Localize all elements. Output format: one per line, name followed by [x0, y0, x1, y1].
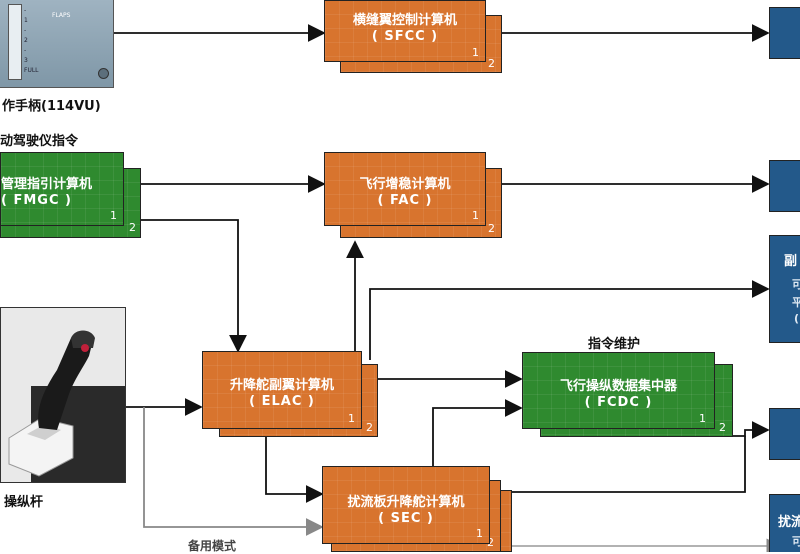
- flap-plate-label: FLAPS: [52, 12, 71, 19]
- autopilot-command-label: 动驾驶仪指令: [0, 134, 79, 149]
- arrow-backup-mode: [143, 407, 324, 536]
- right-box-3-line-2: 平: [792, 296, 800, 309]
- right-box-5-title: 扰流: [778, 515, 800, 530]
- sfcc-name: 横缝翼控制计算机: [352, 13, 457, 28]
- flap-scale: - 1 - 2 - 3 FULL: [24, 7, 39, 74]
- sidestick-caption: 操纵杆: [4, 495, 44, 510]
- sidestick-photo: [0, 307, 126, 483]
- right-box-3-line-3: (: [794, 312, 800, 325]
- arrow-sec-to-fcdc: [432, 399, 523, 466]
- sec-name: 扰流板升降舵计算机: [347, 495, 465, 510]
- right-box-4: [769, 408, 800, 460]
- flap-lever-panel: - 1 - 2 - 3 FULL FLAPS: [0, 0, 114, 88]
- elac-code: ( ELAC ): [249, 394, 315, 409]
- fcdc-top-label: 指令维护: [588, 337, 641, 352]
- elac-name: 升降舵副翼计算机: [229, 378, 334, 393]
- elac-unit-1: 升降舵副翼计算机 ( ELAC ) 1: [202, 351, 362, 429]
- flap-track: [8, 4, 22, 80]
- fmgc-code: ( FMGC ): [1, 193, 72, 208]
- sec-code: ( SEC ): [378, 511, 434, 526]
- right-box-5: 扰流 可: [769, 494, 800, 552]
- fcdc-name: 飞行操纵数据集中器: [559, 379, 677, 394]
- fmgc-name: 管理指引计算机: [1, 177, 93, 192]
- sec-unit-1: 扰流板升降舵计算机 ( SEC ) 1: [322, 466, 490, 544]
- backup-mode-label: 备用模式: [188, 539, 237, 553]
- fac-unit-1: 飞行增稳计算机 ( FAC ) 1: [324, 152, 486, 226]
- arrow-fcdc-out: [733, 421, 770, 439]
- right-box-1: [769, 7, 800, 59]
- screw-icon: [98, 68, 109, 79]
- fcdc-code: ( FCDC ): [584, 395, 653, 410]
- sidestick-icon: [8, 330, 95, 477]
- right-box-5-line-1: 可: [792, 535, 800, 548]
- flap-lever-caption: 作手柄(114VU): [2, 99, 101, 114]
- sfcc-code: ( SFCC ): [371, 29, 439, 44]
- fmgc-unit-1: 管理指引计算机 ( FMGC ) 1: [0, 152, 124, 226]
- arrow-elac-to-sec: [265, 436, 324, 503]
- arrow-fmgc-to-elac: [140, 219, 247, 353]
- sfcc-unit-1: 横缝翼控制计算机 ( SFCC ) 1: [324, 0, 486, 62]
- right-box-3-title: 副: [784, 254, 798, 269]
- fac-code: ( FAC ): [377, 193, 433, 208]
- fcdc-unit-1: 飞行操纵数据集中器 ( FCDC ) 1: [522, 352, 715, 429]
- arrow-elac-out: [369, 280, 770, 360]
- arrow-sec-out: [512, 436, 746, 493]
- right-box-3-line-1: 可: [792, 278, 800, 291]
- fac-name: 飞行增稳计算机: [359, 177, 451, 192]
- right-box-2: [769, 160, 800, 212]
- right-box-3: 副 可 平 (: [769, 235, 800, 343]
